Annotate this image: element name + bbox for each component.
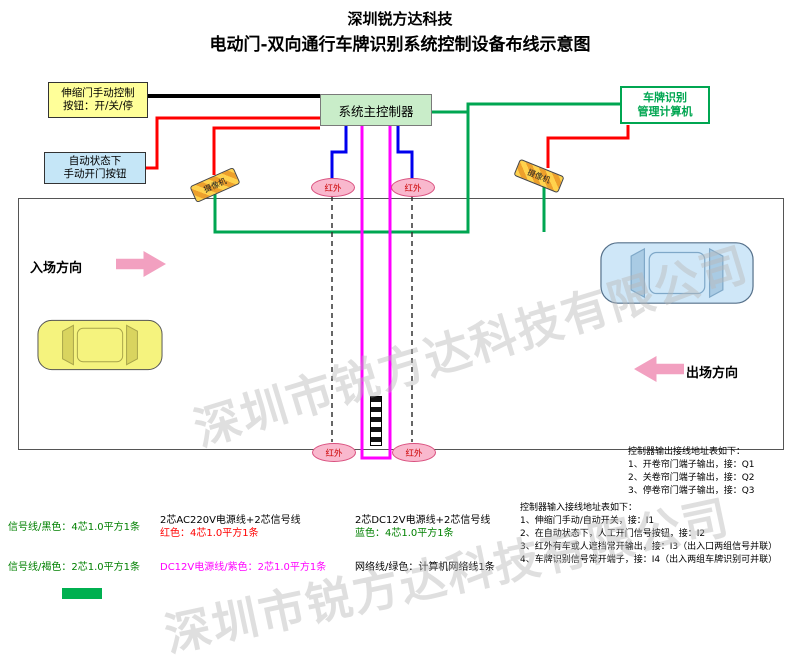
legend-dc12: 2芯DC12V电源线+2芯信号线 蓝色：4芯1.0平方1条 bbox=[355, 514, 490, 540]
wire-purple-gate bbox=[360, 126, 392, 460]
wire-red-camera-right bbox=[546, 125, 630, 168]
legend-black-signal: 信号线/黑色：4芯1.0平方1条 bbox=[8, 522, 140, 533]
output-table-title: 控制器输出接线地址表如下： bbox=[628, 447, 746, 457]
wire-red-camera-left bbox=[212, 126, 320, 175]
wiring-layer bbox=[146, 94, 630, 460]
legend-dc12-title: 2芯DC12V电源线+2芯信号线 bbox=[355, 515, 491, 526]
output-table-row: 3、停卷帘门端子输出，接：Q3 bbox=[628, 486, 755, 496]
input-table-row: 2、在自动状态下，人工开门信号按钮，接：I2 bbox=[520, 529, 706, 539]
exit-direction-label: 出场方向 bbox=[686, 366, 739, 381]
input-address-table: 控制器输入接线地址表如下： 1、伸缩门手动/自动开关，接：I1 2、在自动状态下… bbox=[520, 502, 795, 567]
page-title-diagram: 电动门-双向通行车牌识别系统控制设备布线示意图 bbox=[209, 35, 591, 55]
wire-blue-infrared-right bbox=[396, 126, 414, 178]
legend-ac220-spec: 红色：4芯1.0平方1条 bbox=[160, 528, 259, 539]
legend-dc12-purple: DC12V电源线/紫色：2芯1.0平方1条 bbox=[160, 562, 327, 573]
legend-ac220-title: 2芯AC220V电源线+2芯信号线 bbox=[160, 515, 301, 526]
entry-direction-label: 入场方向 bbox=[30, 261, 83, 276]
bottom-green-mark bbox=[62, 588, 102, 599]
legend-brown-signal: 信号线/褐色：2芯1.0平方1条 bbox=[8, 562, 140, 573]
legend-dc12-spec: 蓝色：4芯1.0平方1条 bbox=[355, 528, 454, 539]
output-table-row: 2、关卷帘门端子输出，接：Q2 bbox=[628, 473, 755, 483]
car-entry bbox=[37, 319, 163, 371]
plate-recognition-computer-box: 车牌识别 管理计算机 bbox=[620, 86, 710, 124]
legend-ac220: 2芯AC220V电源线+2芯信号线 红色：4芯1.0平方1条 bbox=[160, 514, 301, 540]
wire-network-main bbox=[213, 102, 620, 234]
input-table-title: 控制器输入接线地址表如下： bbox=[520, 503, 638, 513]
page-title-company: 深圳锐方达科技 bbox=[347, 10, 453, 28]
infrared-sensor-bottom-right: 红外 bbox=[392, 443, 436, 462]
legend-network: 网络线/绿色：计算机网络线1条 bbox=[355, 562, 495, 573]
input-table-row: 3、红外有车或人遮挡常开输出，接：I3（出入口两组信号并联） bbox=[520, 542, 778, 552]
output-table-row: 1、开卷帘门端子输出，接：Q1 bbox=[628, 460, 755, 470]
infrared-sensor-top-right: 红外 bbox=[391, 178, 435, 197]
main-controller-box: 系统主控制器 bbox=[320, 94, 432, 126]
wire-red-auto-button bbox=[146, 116, 320, 170]
car-exit bbox=[600, 242, 754, 304]
infrared-sensor-top-left: 红外 bbox=[311, 178, 355, 197]
input-table-row: 4、车牌识别信号常开端子，接：I4（出入两组车牌识别可并联） bbox=[520, 555, 778, 565]
input-table-row: 1、伸缩门手动/自动开关，接：I1 bbox=[520, 516, 655, 526]
auto-open-button-box: 自动状态下 手动开门按钮 bbox=[44, 152, 146, 184]
infrared-sensor-bottom-left: 红外 bbox=[312, 443, 356, 462]
manual-control-button-box: 伸缩门手动控制 按钮：开/关/停 bbox=[48, 82, 148, 118]
gate-barrier bbox=[370, 396, 382, 446]
wire-blue-infrared-left bbox=[330, 126, 348, 178]
output-address-table: 控制器输出接线地址表如下： 1、开卷帘门端子输出，接：Q1 2、关卷帘门端子输出… bbox=[628, 446, 793, 498]
